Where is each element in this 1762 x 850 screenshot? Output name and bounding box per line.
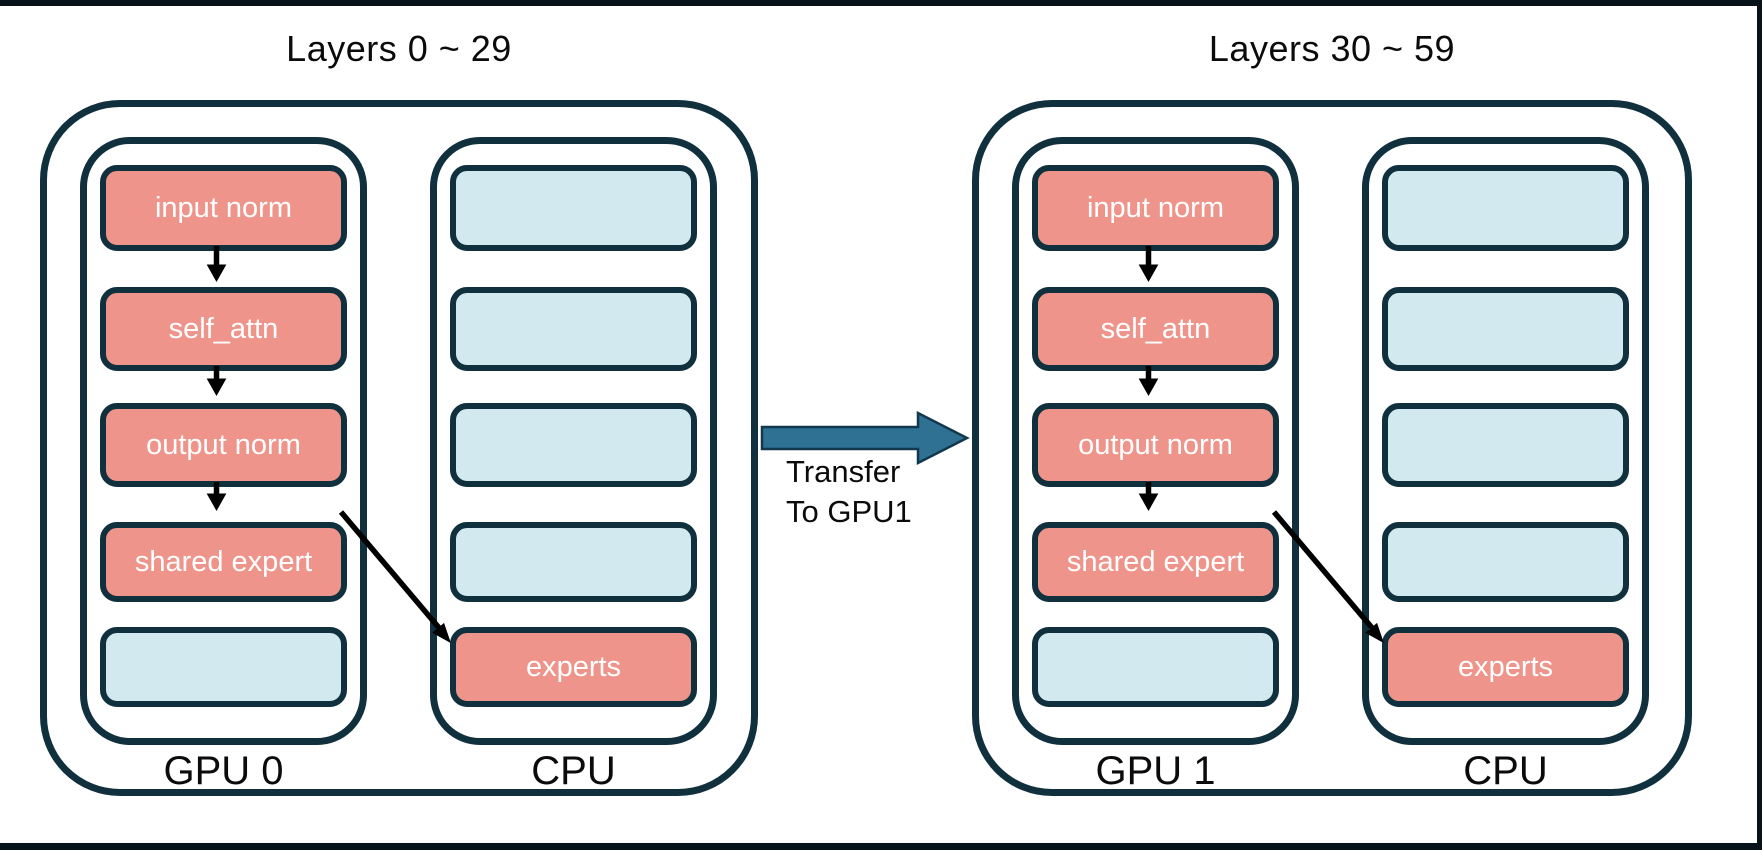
box-self-attn: self_attn [100, 287, 347, 371]
gpu0-column: input norm self_attn output norm shared … [80, 137, 367, 745]
box-label: output norm [146, 428, 301, 461]
cpu-column: experts [1362, 137, 1649, 745]
box-label: experts [1457, 650, 1554, 683]
gpu0-label: GPU 0 [163, 749, 284, 793]
node-group-right: input norm self_attn output norm shared … [972, 100, 1692, 796]
box-label: experts [525, 650, 622, 683]
box-label: shared expert [134, 545, 313, 578]
box-shared-expert: shared expert [1032, 522, 1279, 602]
box-label: shared expert [1066, 545, 1245, 578]
cpu-label: CPU [531, 749, 616, 793]
box-input-norm: input norm [100, 165, 347, 251]
box-shared-expert: shared expert [100, 522, 347, 602]
frame-bottom-border [0, 843, 1762, 850]
box-empty-slot [450, 522, 697, 602]
gpu1-column: input norm self_attn output norm shared … [1012, 137, 1299, 745]
box-empty-slot [1382, 165, 1629, 251]
box-label: self_attn [168, 312, 279, 345]
box-self-attn: self_attn [1032, 287, 1279, 371]
box-label: self_attn [1100, 312, 1211, 345]
box-empty-slot [100, 627, 347, 707]
box-label: input norm [154, 191, 292, 224]
box-label: output norm [1078, 428, 1233, 461]
box-output-norm: output norm [100, 403, 347, 487]
box-empty-slot [1382, 522, 1629, 602]
box-label: input norm [1086, 191, 1224, 224]
box-empty-slot [450, 165, 697, 251]
cpu-column: experts [430, 137, 717, 745]
box-output-norm: output norm [1032, 403, 1279, 487]
box-empty-slot [1382, 287, 1629, 371]
transfer-label-line1: Transfer [786, 454, 901, 489]
box-input-norm: input norm [1032, 165, 1279, 251]
cpu-label: CPU [1463, 749, 1548, 793]
transfer-label: Transfer To GPU1 [786, 452, 912, 532]
frame-top-border [0, 0, 1762, 6]
box-empty-slot [450, 403, 697, 487]
box-empty-slot [450, 287, 697, 371]
box-experts: experts [1382, 627, 1629, 707]
node-group-left: input norm self_attn output norm shared … [40, 100, 758, 796]
frame-right-border [1757, 0, 1762, 850]
group-title-layers-0-29: Layers 0 ~ 29 [286, 28, 512, 69]
gpu1-label: GPU 1 [1095, 749, 1216, 793]
box-empty-slot [1032, 627, 1279, 707]
box-empty-slot [1382, 403, 1629, 487]
transfer-label-line2: To GPU1 [786, 494, 912, 529]
box-experts: experts [450, 627, 697, 707]
group-title-layers-30-59: Layers 30 ~ 59 [1208, 28, 1456, 69]
